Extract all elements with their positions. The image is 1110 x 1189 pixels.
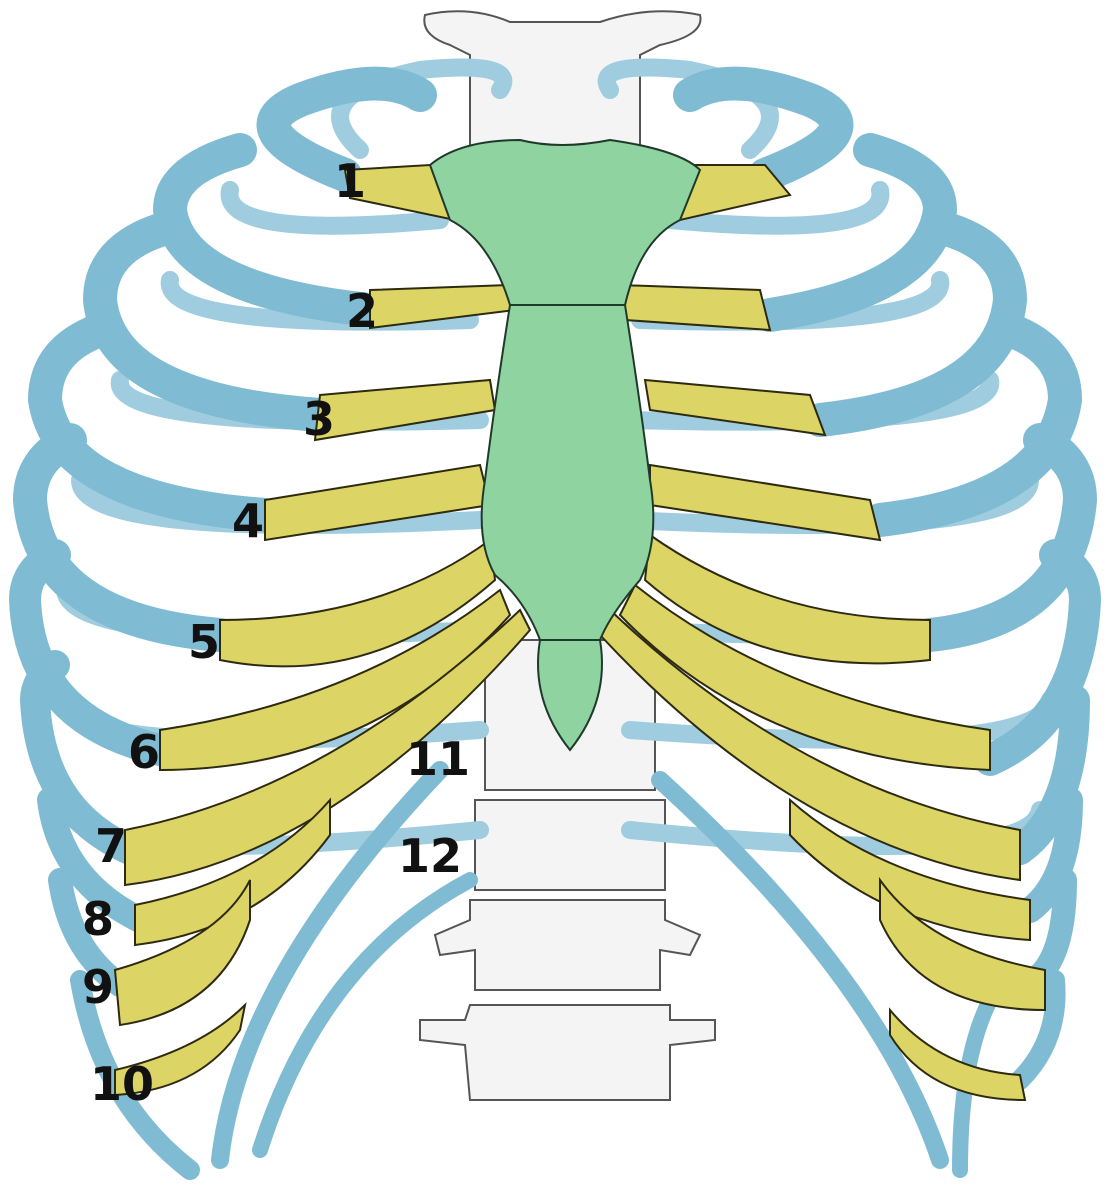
sternal-body <box>482 305 654 640</box>
rib-label-3: 3 <box>303 392 335 446</box>
manubrium <box>430 140 700 305</box>
lumbar-vertebra-2 <box>420 1005 715 1100</box>
rib-label-2: 2 <box>346 284 378 338</box>
rib-label-11: 11 <box>406 732 470 786</box>
rib-label-7: 7 <box>95 819 127 873</box>
rib-label-10: 10 <box>90 1057 154 1111</box>
lumbar-vertebra-1 <box>435 900 700 990</box>
rib-label-8: 8 <box>82 892 114 946</box>
rib-label-1: 1 <box>334 154 366 208</box>
rib-label-6: 6 <box>128 725 160 779</box>
thoracic-vertebra-12 <box>475 800 665 890</box>
upper-thoracic-vertebra <box>424 11 700 150</box>
rib-label-4: 4 <box>232 494 264 548</box>
rib-label-12: 12 <box>398 829 462 883</box>
rib-label-5: 5 <box>188 615 220 669</box>
rib-label-9: 9 <box>82 960 114 1014</box>
